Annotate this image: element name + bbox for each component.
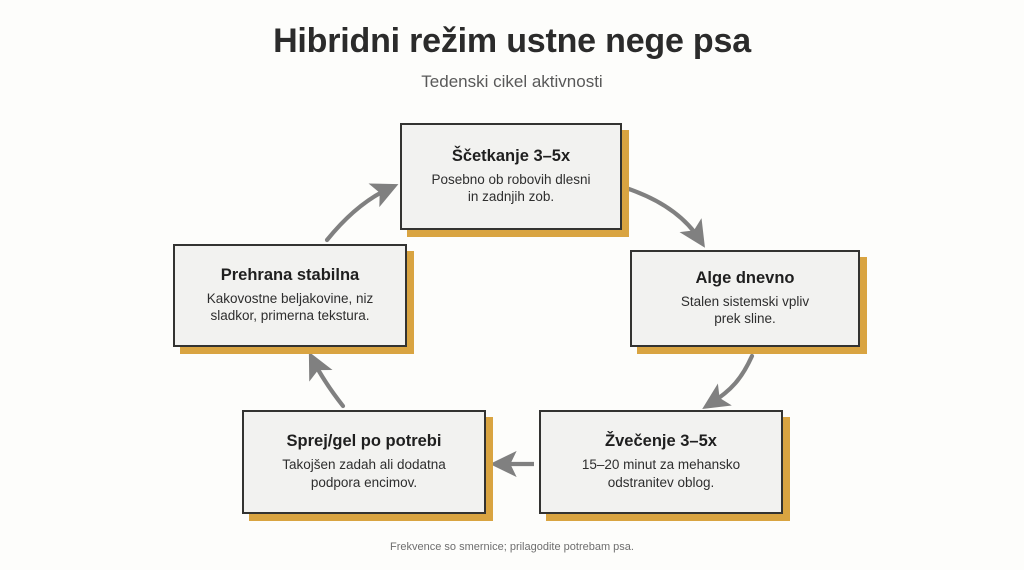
node-brushing[interactable]: Ščetkanje 3–5x Posebno ob robovih dlesni… bbox=[400, 123, 622, 230]
page-subtitle: Tedenski cikel aktivnosti bbox=[421, 72, 603, 91]
node-diet-desc: Kakovostne beljakovine, niz sladkor, pri… bbox=[207, 290, 374, 326]
node-chewing-desc-line2: odstranitev oblog. bbox=[607, 474, 715, 490]
node-algae[interactable]: Alge dnevno Stalen sistemski vpliv prek … bbox=[630, 250, 860, 347]
node-algae-desc-line1: Stalen sistemski vpliv bbox=[680, 293, 810, 309]
arrow-algae-to-chewing bbox=[702, 353, 755, 409]
node-spray[interactable]: Sprej/gel po potrebi Takojšen zadah ali … bbox=[242, 410, 486, 514]
node-chewing-desc: 15–20 minut za mehansko odstranitev oblo… bbox=[582, 456, 740, 492]
node-brushing-desc-line2: in zadnjih zob. bbox=[467, 189, 555, 205]
node-spray-title: Sprej/gel po potrebi bbox=[286, 432, 442, 451]
node-algae-title: Alge dnevno bbox=[695, 268, 795, 287]
footer-note: Frekvence so smernice; prilagodite potre… bbox=[390, 541, 634, 553]
node-diet-desc-line2: sladkor, primerna tekstura. bbox=[210, 308, 370, 324]
node-brushing-desc-line1: Posebno ob robovih dlesni bbox=[431, 171, 591, 187]
node-algae-desc-line2: prek sline. bbox=[714, 311, 776, 327]
arrow-brushing-to-algae bbox=[623, 185, 705, 248]
node-diet-desc-line1: Kakovostne beljakovine, niz bbox=[206, 290, 374, 306]
arrow-spray-to-diet bbox=[308, 351, 346, 409]
node-spray-desc-line1: Takojšen zadah ali dodatna bbox=[282, 457, 446, 473]
node-chewing-desc-line1: 15–20 minut za mehansko bbox=[581, 457, 741, 473]
node-brushing-desc: Posebno ob robovih dlesni in zadnjih zob… bbox=[431, 171, 590, 207]
node-spray-desc-line2: podpora encimov. bbox=[310, 474, 418, 490]
page-title: Hibridni režim ustne nege psa bbox=[273, 22, 751, 60]
node-chewing[interactable]: Žvečenje 3–5x 15–20 minut za mehansko od… bbox=[539, 410, 783, 514]
node-spray-desc: Takojšen zadah ali dodatna podpora encim… bbox=[282, 456, 446, 492]
node-diet-title: Prehrana stabilna bbox=[220, 265, 360, 284]
node-brushing-title: Ščetkanje 3–5x bbox=[451, 146, 571, 165]
node-algae-desc: Stalen sistemski vpliv prek sline. bbox=[681, 293, 809, 329]
node-chewing-title: Žvečenje 3–5x bbox=[605, 432, 717, 451]
arrow-diet-to-brushing bbox=[324, 183, 399, 243]
node-diet[interactable]: Prehrana stabilna Kakovostne beljakovine… bbox=[173, 244, 407, 347]
